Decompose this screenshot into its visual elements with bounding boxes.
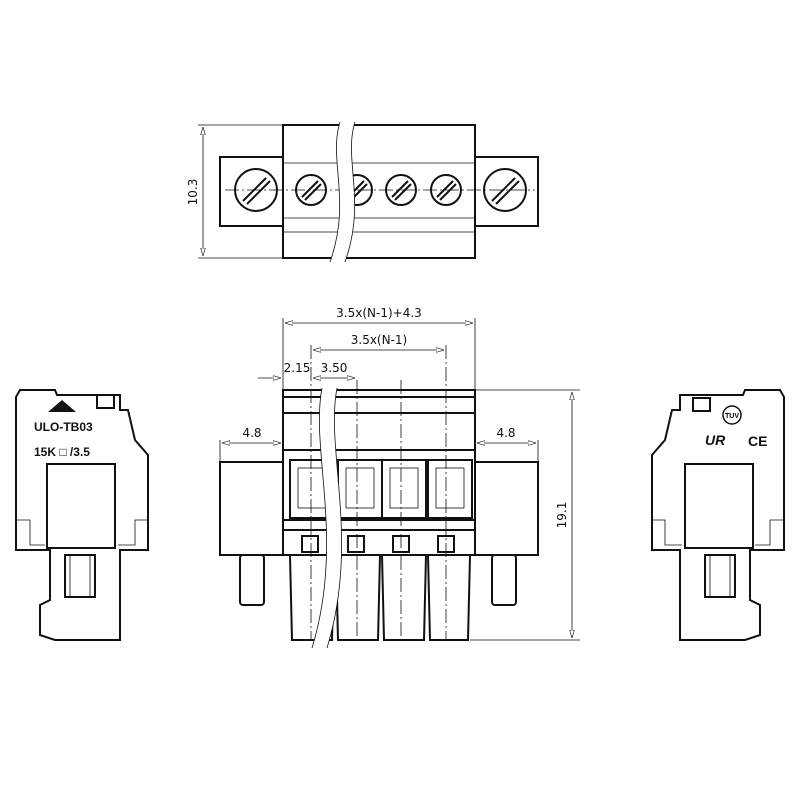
right-flange-dim: 4.8 [496, 426, 515, 440]
top-height-dim: 10.3 [186, 179, 200, 206]
front-view: 3.5x(N-1)+4.3 3.5x(N-1) 2.15 3.50 4.8 4.… [219, 306, 580, 649]
edge-offset-dim: 2.15 [284, 361, 311, 375]
overall-width-dim: 3.5x(N-1)+4.3 [336, 306, 422, 320]
tuv-mark-icon: TUV [722, 405, 742, 425]
pins [289, 554, 471, 641]
rating-marking: 15K □ /3.5 [34, 445, 90, 459]
svg-text:TUV: TUV [725, 413, 739, 420]
screw-icon [483, 168, 527, 212]
ce-mark-icon: CE [748, 433, 767, 449]
left-flange-dim: 4.8 [242, 426, 261, 440]
wire-entries [289, 459, 473, 553]
model-marking: ULO-TB03 [34, 420, 93, 434]
pitch-span-dim: 3.5x(N-1) [351, 333, 408, 347]
top-view: 10.3 [186, 121, 539, 263]
screw-icon [234, 168, 278, 212]
right-side-view: TUV UR CE [651, 389, 785, 641]
left-side-view: ULO-TB03 15K □ /3.5 [15, 389, 149, 641]
front-height-dim: 19.1 [555, 502, 569, 529]
ur-mark-icon: UR [705, 432, 726, 448]
pitch-dim: 3.50 [321, 361, 348, 375]
logo-icon [48, 400, 76, 412]
